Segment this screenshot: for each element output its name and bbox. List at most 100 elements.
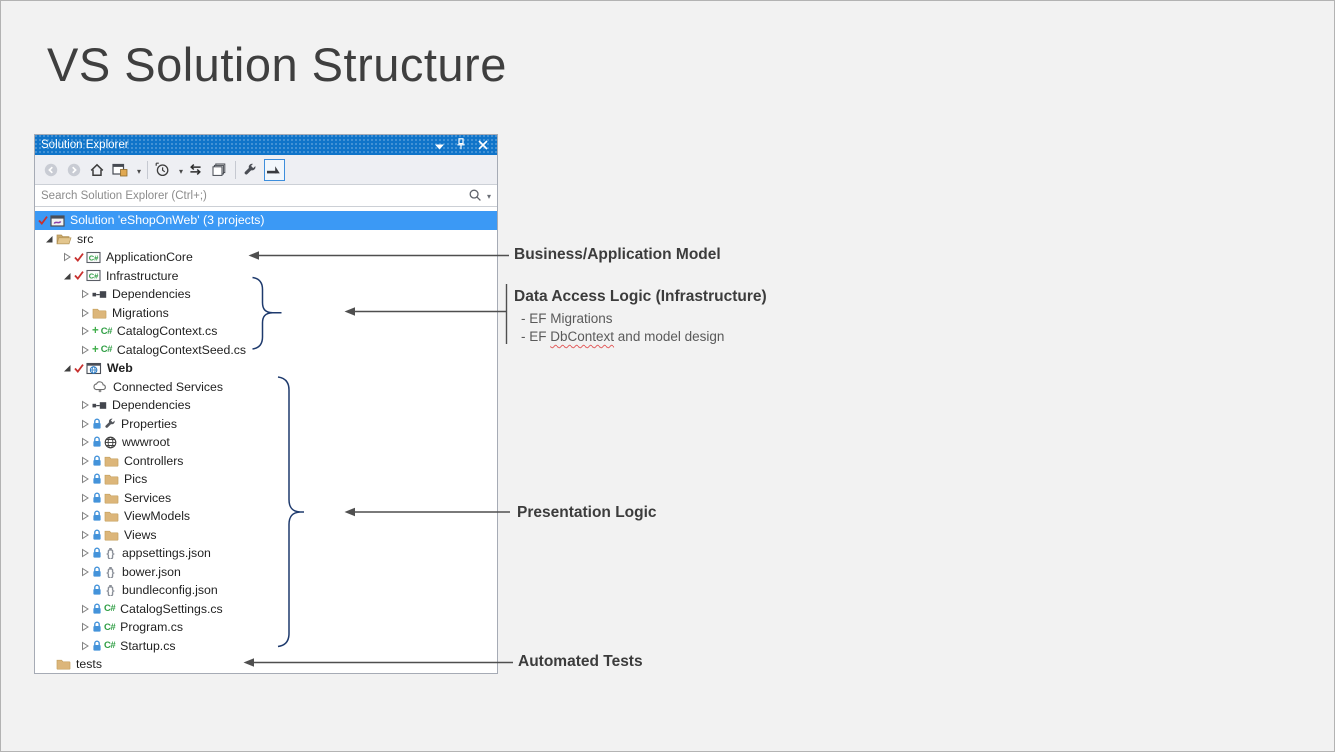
tree-item-properties[interactable]: Properties [35,415,497,434]
tree-item-connected-services[interactable]: Connected Services [35,378,497,397]
tree-item-label: Program.cs [120,620,184,635]
expander-icon[interactable] [79,419,92,429]
expander-icon[interactable] [79,456,92,466]
tree-item-pics[interactable]: Pics [35,470,497,489]
expander-icon[interactable] [79,641,92,651]
nav-back-icon [44,163,58,177]
tree-item-viewmodels[interactable]: ViewModels [35,507,497,526]
tree-item-applicationcore[interactable]: C#ApplicationCore [35,248,497,267]
close-icon [478,139,488,150]
wrench-icon [243,163,257,177]
solution-explorer-titlebar: Solution Explorer [35,135,497,155]
expander-icon[interactable] [79,345,92,355]
tree-item-catalogcontextseed-cs[interactable]: +C#CatalogContextSeed.cs [35,341,497,360]
csfile-icon: C# [104,621,116,633]
search-dropdown-icon[interactable]: ▾ [486,192,491,201]
titlebar-chevron-down-button[interactable] [433,140,447,154]
tree-item-tests[interactable]: tests [35,655,497,673]
tree-item-views[interactable]: Views [35,526,497,545]
expander-icon[interactable] [79,493,92,503]
tree-item-label: Services [124,490,172,505]
lock-icon [92,418,102,430]
tree-item-wwwroot[interactable]: wwwroot [35,433,497,452]
tree-item-label: Migrations [112,305,169,320]
toolbar-dropdown-icon[interactable]: ▾ [179,166,184,176]
toolbar-button-sync[interactable] [187,159,206,181]
tree-item-label: Pics [124,472,148,487]
folder-icon [104,529,119,541]
pin-icon [456,137,466,150]
annotation-data-access-title: Data Access Logic (Infrastructure) [514,288,767,305]
search-input[interactable] [35,189,469,202]
expander-icon[interactable] [61,252,74,262]
lock-icon [92,603,102,615]
expander-icon[interactable] [79,474,92,484]
solution-explorer-panel: Solution Explorer ▾ ▾ ▾ Solution 'eShopOn… [34,134,498,674]
toolbar-button-scope-window[interactable] [111,159,131,181]
tree-item-src[interactable]: src [35,230,497,249]
tree-item-solution-eshoponweb-3-projects[interactable]: Solution 'eShopOnWeb' (3 projects) [35,211,497,230]
toolbar-button-history-clock[interactable] [153,159,173,181]
expander-icon[interactable] [79,548,92,558]
expander-icon[interactable] [79,308,92,318]
expander-icon[interactable] [79,530,92,540]
tree-item-infrastructure[interactable]: C#Infrastructure [35,267,497,286]
toolbar-button-home[interactable] [88,159,107,181]
svg-text:{}: {} [106,567,114,578]
expander-icon[interactable] [79,567,92,577]
tree-item-catalogsettings-cs[interactable]: C#CatalogSettings.cs [35,600,497,619]
tree-item-bower-json[interactable]: {}bower.json [35,563,497,582]
expander-icon[interactable] [79,622,92,632]
tree-item-label: Startup.cs [120,638,176,653]
tree-item-dependencies[interactable]: Dependencies [35,285,497,304]
annotation-data-access: Data Access Logic (Infrastructure) - EF … [514,288,767,346]
titlebar-pin-button[interactable] [455,137,469,151]
vs-solution-icon [50,214,65,227]
expander-icon[interactable] [79,326,92,336]
tree-item-label: CatalogSettings.cs [120,601,223,616]
annotation-ef-migrations: - EF Migrations [521,311,613,326]
tree-item-web[interactable]: Web [35,359,497,378]
search-icon[interactable] [469,189,482,202]
expander-icon[interactable] [61,363,74,373]
expander-icon[interactable] [79,437,92,447]
toolbar-button-nav-back[interactable] [42,159,61,181]
tree-item-label: src [77,231,94,246]
tree-item-services[interactable]: Services [35,489,497,508]
expander-icon[interactable] [79,400,92,410]
csfile-icon: C# [100,325,113,337]
csproj-icon: C# [86,251,101,264]
tree-item-migrations[interactable]: Migrations [35,304,497,323]
toolbar-dropdown-icon[interactable]: ▾ [137,166,142,176]
svg-text:{}: {} [106,548,114,559]
toolbar-button-nav-forward[interactable] [65,159,84,181]
tree-item-bundleconfig-json[interactable]: {}bundleconfig.json [35,581,497,600]
tree-item-appsettings-json[interactable]: {}appsettings.json [35,544,497,563]
nav-forward-icon [67,163,81,177]
annotation-automated-tests: Automated Tests [518,653,643,670]
tree-item-program-cs[interactable]: C# Program.cs [35,618,497,637]
toolbar-button-collapse-all[interactable] [210,159,229,181]
toolbar-button-preview-selected[interactable] [264,158,286,181]
titlebar-icons [425,137,491,154]
lock-icon [92,547,102,559]
tree-item-dependencies[interactable]: Dependencies [35,396,497,415]
tree-item-label: Controllers [124,453,184,468]
tree-item-startup-cs[interactable]: C#Startup.cs [35,637,497,656]
expander-icon[interactable] [79,604,92,614]
tree-item-controllers[interactable]: Controllers [35,452,497,471]
titlebar-close-button[interactable] [477,138,491,152]
folder-icon [104,473,119,485]
expander-icon[interactable] [79,511,92,521]
globe-icon [104,436,117,449]
tree-item-label: Views [124,527,157,542]
tree-item-label: Connected Services [113,379,224,394]
tree-item-catalogcontext-cs[interactable]: +C#CatalogContext.cs [35,322,497,341]
expander-icon[interactable] [43,234,56,244]
folder-open-icon [56,233,72,245]
toolbar-button-wrench[interactable] [241,159,260,181]
lock-icon [92,584,102,596]
expander-icon[interactable] [61,271,74,281]
expander-icon[interactable] [79,289,92,299]
